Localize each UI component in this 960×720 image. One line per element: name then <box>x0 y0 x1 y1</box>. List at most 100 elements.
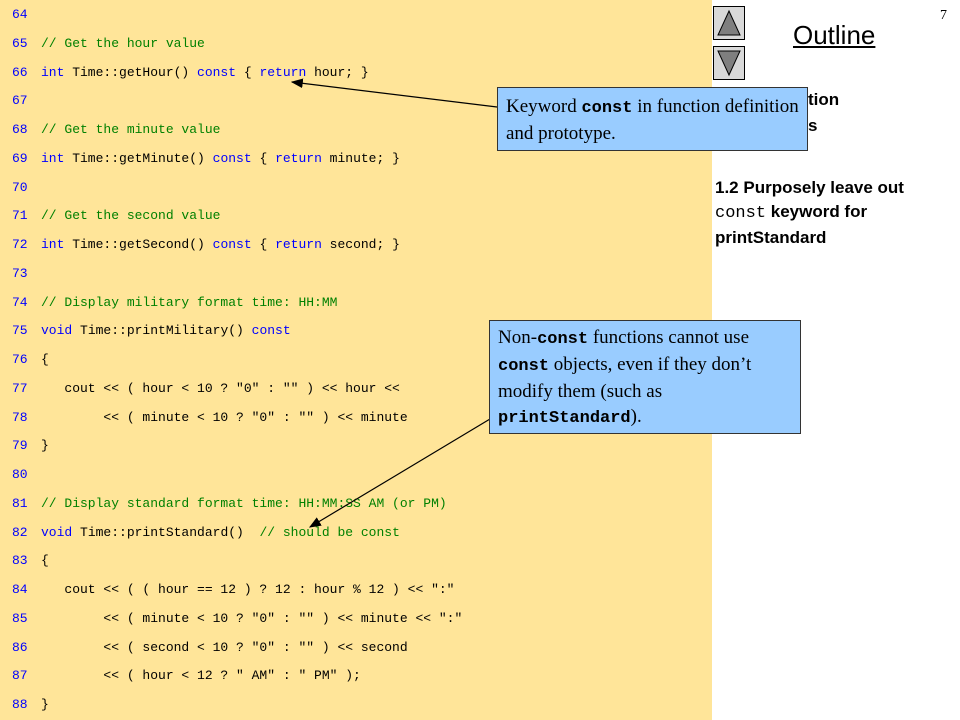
code-token: second; } <box>321 237 400 252</box>
line-number: 73 <box>12 265 28 281</box>
code-text: void Time::printStandard() // should be … <box>41 523 400 543</box>
code-text: int Time::getMinute() const { return min… <box>41 149 400 169</box>
callout-text: functions cannot use <box>588 327 750 348</box>
code-keyword: const <box>212 237 252 252</box>
code-comment: // Display military format time: HH:MM <box>41 294 338 310</box>
line-number: 64 <box>12 7 28 22</box>
line-number: 67 <box>12 93 28 109</box>
line-number: 86 <box>12 639 28 655</box>
code-token: << ( minute < 10 ? "0" : "" ) << minute <box>41 409 408 425</box>
code-keyword: return <box>275 237 322 252</box>
code-text: // Get the second value <box>41 206 220 226</box>
code-line: 65 // Get the hour value <box>0 34 712 54</box>
callout-text: Non- <box>498 327 538 348</box>
code-text: // Get the hour value <box>41 34 205 54</box>
code-comment: // Get the second value <box>41 208 221 224</box>
code-keyword: return <box>275 150 322 166</box>
code-keyword: const <box>212 150 252 166</box>
outline-item-text: keyword for printStandard <box>715 202 868 247</box>
down-button[interactable] <box>713 46 745 80</box>
code-token: Time::printStandard() <box>72 524 260 540</box>
code-keyword: void <box>41 524 73 540</box>
code-token: << ( second < 10 ? "0" : "" ) << second <box>41 639 408 655</box>
code-line: 80 <box>0 465 712 485</box>
line-number: 71 <box>12 208 28 224</box>
code-text: } <box>41 436 49 456</box>
line-number: 79 <box>12 438 28 454</box>
code-keyword: const <box>197 64 237 80</box>
code-line: 78 << ( minute < 10 ? "0" : "" ) << minu… <box>0 408 712 428</box>
up-button[interactable] <box>713 6 745 40</box>
code-line: 82 void Time::printStandard() // should b… <box>0 523 712 543</box>
code-token: { <box>41 352 49 367</box>
outline-item-partial: tion <box>808 90 840 109</box>
line-number: 77 <box>12 380 28 396</box>
code-token: { <box>41 553 49 569</box>
code-token: { <box>251 237 276 252</box>
code-line: 71 // Get the second value <box>0 206 712 226</box>
line-number: 82 <box>12 524 28 540</box>
triangle-down-icon <box>717 50 741 77</box>
code-text: int Time::getSecond() const { return sec… <box>41 235 400 255</box>
code-text: void Time::printMilitary() const <box>41 321 291 341</box>
line-number: 83 <box>12 553 28 569</box>
code-text: // Display military format time: HH:MM <box>41 293 337 313</box>
line-number: 88 <box>12 697 28 712</box>
code-text: // Display standard format time: HH:MM:S… <box>41 494 447 514</box>
callout-text: objects, even if they don’t modify them … <box>498 354 752 402</box>
line-number: 81 <box>12 495 28 511</box>
code-line: 84 cout << ( ( hour == 12 ) ? 12 : hour … <box>0 580 712 600</box>
code-line: 86 << ( second < 10 ? "0" : "" ) << seco… <box>0 638 712 658</box>
triangle-up-icon <box>717 9 741 36</box>
code-text: << ( second < 10 ? "0" : "" ) << second <box>41 638 408 658</box>
callout-text: ). <box>630 406 642 427</box>
code-text: { <box>41 551 49 571</box>
code-token: hour; } <box>306 64 369 80</box>
code-token: cout << ( ( hour == 12 ) ? 12 : hour % 1… <box>41 582 455 597</box>
outline-item-text: 1.2 Purposely leave out <box>715 178 904 197</box>
code-token: cout << ( hour < 10 ? "0" : "" ) << hour… <box>41 380 400 396</box>
code-text: { <box>41 350 49 370</box>
code-line: 72 int Time::getSecond() const { return s… <box>0 235 712 255</box>
code-line: 75 void Time::printMilitary() const <box>0 321 712 341</box>
code-comment: // Get the hour value <box>41 35 205 51</box>
line-number: 74 <box>12 294 28 310</box>
line-number: 72 <box>12 237 28 252</box>
code-token: Time::printMilitary() <box>72 323 252 339</box>
code-keyword: void <box>41 323 73 339</box>
callout-code: printStandard <box>498 409 631 428</box>
callout-text: in function definition and prototype. <box>506 96 799 144</box>
code-token: Time::getHour() <box>64 64 198 80</box>
slide-number: 7 <box>940 8 947 23</box>
code-comment: // Get the minute value <box>41 122 221 137</box>
line-number: 85 <box>12 610 28 626</box>
code-keyword: int <box>41 150 65 166</box>
outline-item-partial: s <box>808 116 818 135</box>
code-line: 87 << ( hour < 12 ? " AM" : " PM" ); <box>0 666 712 686</box>
code-token: << ( hour < 12 ? " AM" : " PM" ); <box>41 668 361 684</box>
code-token: { <box>251 150 276 166</box>
code-line: 81 // Display standard format time: HH:MM… <box>0 494 712 514</box>
outline-item: 1.2 Purposely leave out const keyword fo… <box>715 176 955 250</box>
code-text: // Get the minute value <box>41 120 220 140</box>
code-keyword: const <box>251 323 291 339</box>
code-token: } <box>41 697 49 712</box>
code-line: 76{ <box>0 350 712 370</box>
code-token: Time::getMinute() <box>64 150 213 166</box>
code-line: 77 cout << ( hour < 10 ? "0" : "" ) << h… <box>0 379 712 399</box>
code-line: 70 <box>0 178 712 198</box>
callout-code: const <box>581 99 633 118</box>
outline-title[interactable]: Outline <box>793 20 876 50</box>
line-number: 65 <box>12 35 28 51</box>
code-token: } <box>41 438 49 454</box>
code-line: 68// Get the minute value <box>0 120 712 140</box>
outline-item-code: const <box>715 204 767 223</box>
code-token: << ( minute < 10 ? "0" : "" ) << minute … <box>41 610 463 626</box>
line-number: 75 <box>12 323 28 339</box>
code-token: { <box>236 64 260 80</box>
line-number: 78 <box>12 409 28 425</box>
code-line: 67 <box>0 91 712 111</box>
line-number: 84 <box>12 582 28 597</box>
